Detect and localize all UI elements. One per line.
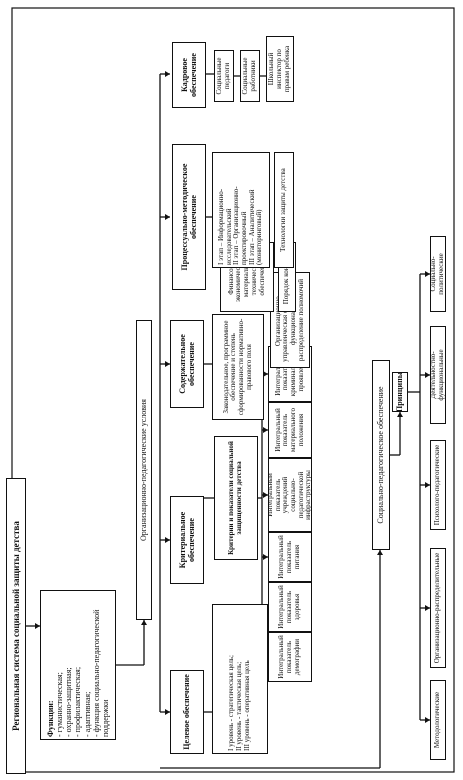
arrow-bus-block (165, 709, 170, 715)
arrow-criteria-item (263, 371, 268, 377)
staff-item: Социальные работники (240, 50, 260, 102)
arrow-principle-item (425, 717, 430, 723)
staff-block-title: Кадровое обеспечение (172, 42, 206, 108)
criteria-item: Интегральный показатель здоровья (268, 582, 312, 632)
principle-item: Психолого-педагогические (430, 440, 446, 530)
principle-item: Социально-политические (430, 236, 446, 312)
staff-item: Социальные педагоги (214, 50, 234, 102)
process-block-title: Процессуально-методическое обеспечение (172, 144, 206, 290)
function-item: - профилактическая; (73, 666, 83, 737)
content-block-title: Содержательное обеспечение (170, 320, 204, 408)
arrow-to-org (141, 620, 147, 625)
org-ped-conditions-bar: Организационно-педагогические условия (136, 320, 152, 620)
functions-header: Функции: (45, 700, 55, 737)
criteria-item: Интегральный показатель питания (268, 532, 312, 582)
criteria-item: Интегральный показатель материального по… (268, 402, 312, 458)
principle-item: Организационно-распределительные (430, 548, 446, 668)
principles-box: Принципы (392, 372, 408, 412)
staff-item: Школьный инспектор по правам ребенка (266, 36, 294, 102)
process-stage: II этап – Организационно-проектировочный (232, 186, 248, 265)
process-tech-box: Технологии защиты детства (274, 152, 294, 268)
arrow-bus-block (165, 71, 170, 77)
arrow-principle-item (425, 482, 430, 488)
function-item: - гуманистическая; (55, 672, 65, 737)
arrow-criteria-item (263, 492, 268, 498)
process-stages-box: I этап – Информационно-исследовательский… (212, 152, 270, 268)
arrow-criteria-item (263, 427, 268, 433)
content-item: Законодательное, программное обеспечение… (212, 314, 264, 420)
process-stage: I этап – Информационно-исследовательский (216, 188, 233, 265)
arrow-principle-item (425, 372, 430, 378)
principle-item: Деятельностно-функциональные (430, 326, 446, 424)
functions-box: Функции: - гуманистическая; - охранно-за… (40, 590, 116, 740)
criteria-item: Интегральный показатель учреждений социа… (268, 458, 312, 532)
target-levels-box: I уровень - стратегическая цель; II уров… (212, 604, 268, 754)
process-stage: III этап – Аналитический (мониторинговый… (247, 189, 264, 265)
page-title: Региональная система социальной защиты д… (6, 478, 26, 774)
arrow-frame-left (377, 550, 383, 555)
target-block-title: Целевое обеспечение (170, 670, 204, 754)
arrow-support-principles (397, 412, 403, 417)
frame-border (11, 7, 455, 773)
function-item: - функция социально-педагогической подде… (91, 609, 110, 737)
arrow-principle-item (425, 605, 430, 611)
criteria-block-title: Критериальное обеспечение (170, 496, 204, 584)
arrow-principle-item (425, 271, 430, 277)
function-item: - адаптивная; (82, 691, 92, 737)
criteria-subtitle: Критерии и показатели социальной защищен… (214, 436, 258, 560)
target-level: III уровень - оперативная цель (242, 660, 251, 751)
function-item: - охранно-защитная; (64, 667, 74, 737)
social-ped-support-bar: Социально-педагогическое обеспечение (372, 360, 390, 550)
arrow-bus-block (165, 537, 170, 543)
arrow-bus-block (165, 214, 170, 220)
criteria-item: Интегральный показатель демографии (268, 632, 312, 682)
principle-item: Методологические (430, 680, 446, 760)
arrow-criteria-item (263, 554, 268, 560)
arrow-title-functions (35, 623, 40, 629)
arrow-bus-block (165, 361, 170, 367)
